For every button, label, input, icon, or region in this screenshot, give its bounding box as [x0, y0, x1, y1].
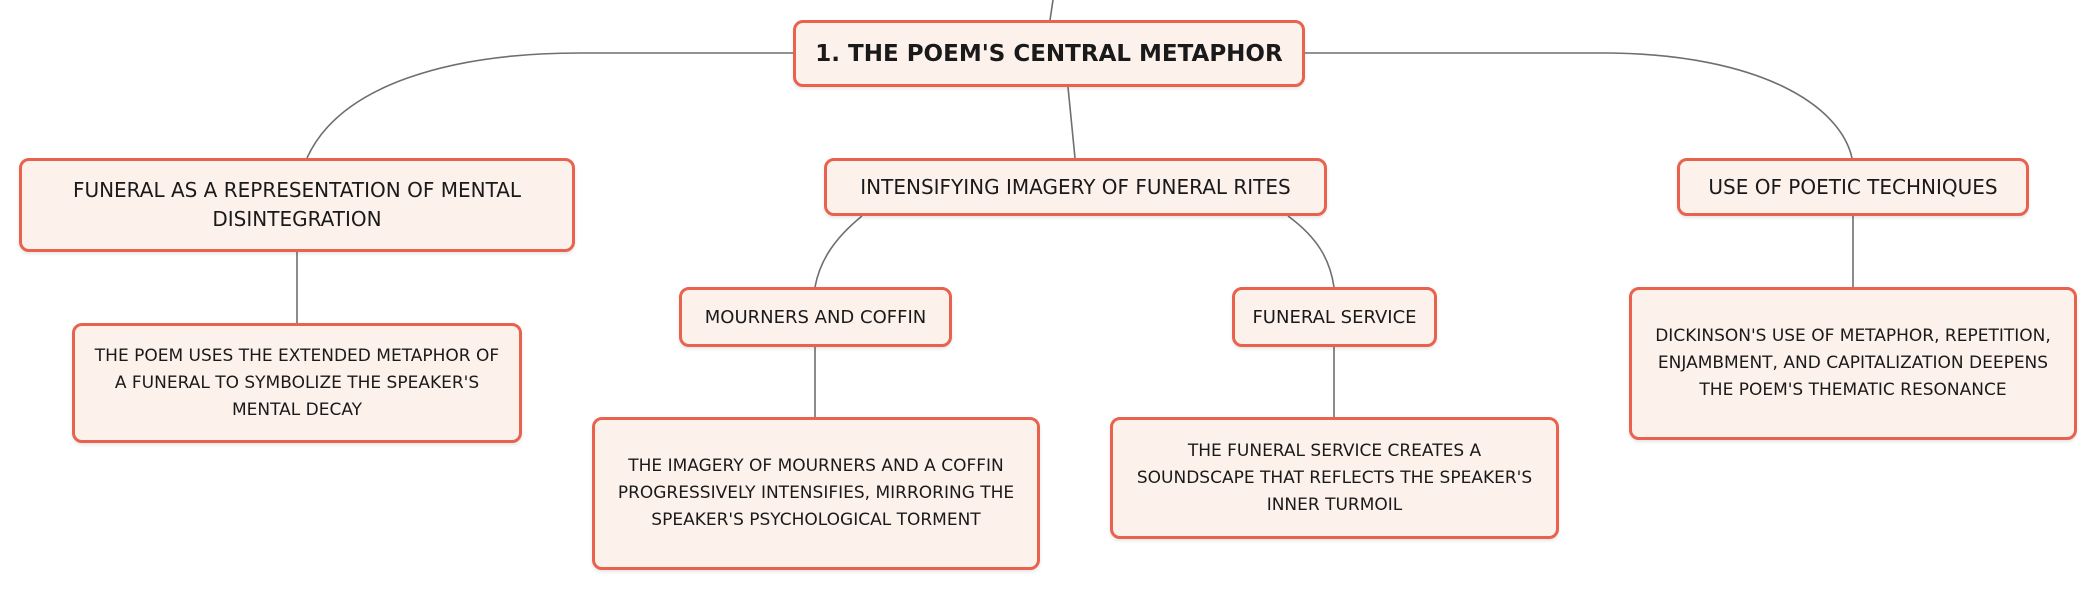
topic-poetic-techniques-label: USE OF POETIC TECHNIQUES [1708, 174, 1998, 199]
connector-center-to-mourners [814, 215, 863, 288]
detail-funeral-soundscape-text: THE FUNERAL SERVICE CREATES A SOUNDSCAPE… [1136, 440, 1533, 515]
subtopic-mourners-and-coffin[interactable]: MOURNERS AND COFFIN [679, 287, 952, 347]
subtopic-funeral-service[interactable]: FUNERAL SERVICE [1232, 287, 1437, 347]
connector-center-to-funeral-service [1287, 215, 1335, 288]
topic-poetic-techniques[interactable]: USE OF POETIC TECHNIQUES [1677, 158, 2029, 216]
connector-to-parent [1049, 0, 1054, 21]
detail-poetic-techniques[interactable]: DICKINSON'S USE OF METAPHOR, REPETITION,… [1629, 287, 2077, 440]
detail-poetic-techniques-text: DICKINSON'S USE OF METAPHOR, REPETITION,… [1655, 326, 2051, 400]
connector-root-to-branch-left [306, 52, 793, 159]
detail-funeral-soundscape[interactable]: THE FUNERAL SERVICE CREATES A SOUNDSCAPE… [1110, 417, 1559, 539]
central-topic[interactable]: 1. THE POEM'S CENTRAL METAPHOR [793, 20, 1305, 87]
detail-mourners-imagery[interactable]: THE IMAGERY OF MOURNERS AND A COFFIN PRO… [592, 417, 1040, 570]
detail-extended-metaphor-text: THE POEM USES THE EXTENDED METAPHOR OF A… [94, 345, 500, 420]
central-topic-label: 1. THE POEM'S CENTRAL METAPHOR [815, 40, 1283, 67]
detail-extended-metaphor[interactable]: THE POEM USES THE EXTENDED METAPHOR OF A… [72, 323, 522, 443]
topic-funeral-rites[interactable]: INTENSIFYING IMAGERY OF FUNERAL RITES [824, 158, 1327, 216]
topic-mental-disintegration-label: FUNERAL AS A REPRESENTATION OF MENTAL DI… [72, 178, 522, 231]
subtopic-funeral-service-label: FUNERAL SERVICE [1252, 306, 1417, 328]
topic-mental-disintegration[interactable]: FUNERAL AS A REPRESENTATION OF MENTAL DI… [19, 158, 575, 252]
topic-funeral-rites-label: INTENSIFYING IMAGERY OF FUNERAL RITES [860, 174, 1291, 199]
connector-root-to-branch-right [1305, 52, 1853, 159]
connector-root-to-branch-center [1067, 86, 1076, 159]
subtopic-mourners-and-coffin-label: MOURNERS AND COFFIN [704, 306, 927, 328]
detail-mourners-imagery-text: THE IMAGERY OF MOURNERS AND A COFFIN PRO… [617, 456, 1015, 530]
